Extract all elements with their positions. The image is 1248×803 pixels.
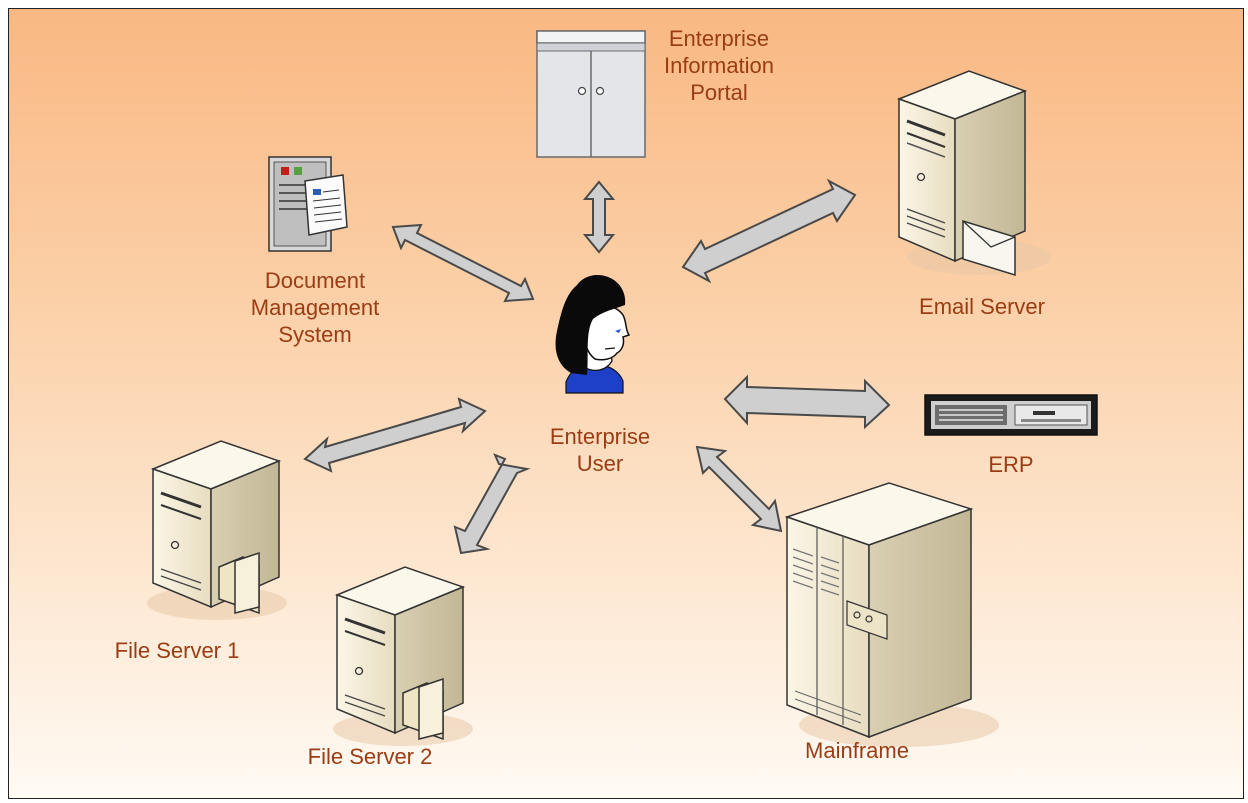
label-file-server-2: File Server 2: [308, 743, 433, 770]
arrow-user-mainframe: [695, 445, 783, 533]
arrow-user-fs1: [303, 397, 487, 473]
label-line: File Server 1: [114, 638, 240, 663]
label-enterprise-information-portal: Enterprise Information Portal: [664, 25, 774, 106]
document-system-icon: [268, 156, 348, 252]
email-server-icon: [896, 70, 1051, 277]
arrow-user-fs2: [453, 453, 531, 555]
arrow-user-portal: [582, 180, 616, 254]
arrow-user-email: [681, 178, 857, 284]
label-line: System: [278, 322, 352, 347]
file-server-icon: [333, 566, 473, 746]
arrow-user-dms: [391, 223, 535, 303]
label-line: Email Server: [919, 294, 1045, 319]
label-line: Enterprise: [668, 26, 770, 51]
label-enterprise-user: Enterprise User: [550, 423, 650, 477]
connection-arrows: [303, 178, 891, 555]
label-document-management-system: Document Management System: [251, 267, 379, 348]
label-line: Management: [250, 295, 380, 320]
label-email-server: Email Server: [919, 293, 1045, 320]
diagram-frame: Enterprise Information Portal Email Serv…: [8, 8, 1244, 799]
file-server-icon: [147, 440, 287, 620]
label-line: Enterprise: [549, 424, 651, 449]
cabinet-icon: [536, 30, 646, 158]
label-line: ERP: [988, 452, 1034, 477]
arrow-user-erp: [723, 374, 891, 430]
mainframe-icon: [784, 482, 999, 747]
label-mainframe: Mainframe: [805, 737, 909, 764]
label-line: Mainframe: [805, 738, 909, 763]
label-line: File Server 2: [307, 744, 433, 769]
label-line: Document: [264, 268, 366, 293]
label-line: User: [576, 451, 624, 476]
label-line: Portal: [690, 80, 748, 105]
label-erp: ERP: [988, 451, 1033, 478]
label-file-server-1: File Server 1: [115, 637, 240, 664]
diagram-canvas: [147, 30, 1098, 747]
user-head-icon: [555, 275, 631, 394]
rack-server-icon: [924, 394, 1098, 436]
label-line: Information: [663, 53, 775, 78]
